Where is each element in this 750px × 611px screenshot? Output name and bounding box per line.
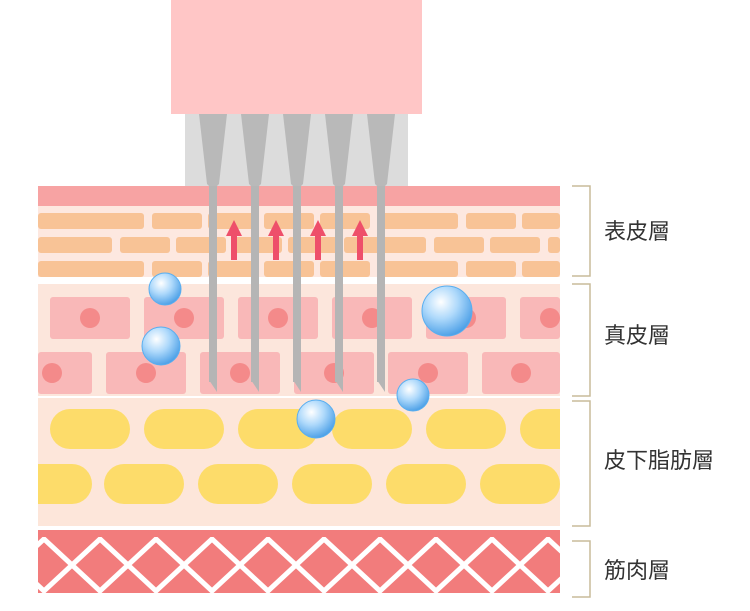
needle-sheath [325, 114, 353, 184]
muscle-layer [38, 527, 560, 593]
muscle-fiber-line [516, 537, 560, 593]
fat-cell [38, 464, 92, 504]
label-muscle: 筋肉層 [604, 559, 671, 584]
arrow-up-icon [315, 234, 321, 260]
layer-bracket [572, 400, 591, 527]
droplet-icon [141, 326, 181, 366]
fat-cell [386, 464, 466, 504]
arrow-up-icon [352, 220, 368, 236]
epidermis-cell [522, 213, 560, 229]
fat-cell [198, 464, 278, 504]
needle [209, 186, 217, 382]
cell-nucleus [540, 308, 560, 328]
fat-cell [520, 409, 560, 449]
epidermis-cell [38, 261, 144, 277]
cell-nucleus [230, 363, 250, 383]
arrow-up-icon [273, 234, 279, 260]
epidermis-cell [522, 261, 560, 277]
dermis-cell [38, 352, 92, 394]
muscle-fibers [38, 537, 560, 593]
needle-sheath [241, 114, 269, 184]
fat-cell [144, 409, 224, 449]
epidermis-cell [548, 237, 560, 253]
cell-nucleus [268, 308, 288, 328]
label-subcutaneous: 皮下脂肪層 [604, 449, 715, 474]
needle-tip [293, 380, 301, 392]
needle-sheath [333, 184, 345, 186]
fat-cell [50, 409, 130, 449]
needle-sheath [199, 114, 227, 184]
needle-sheath [207, 184, 219, 186]
layer-bracket [572, 185, 591, 277]
needle [377, 186, 385, 382]
cell-nucleus [80, 308, 100, 328]
needle-sheath [291, 184, 303, 186]
epidermis-cell [264, 213, 314, 229]
epidermis-cell [320, 261, 370, 277]
epidermis-cell [378, 213, 458, 229]
epidermis-cell [466, 213, 516, 229]
fat-cell [426, 409, 506, 449]
droplet-icon [148, 272, 182, 306]
epidermis-cell [264, 261, 314, 277]
fat-cell [332, 409, 412, 449]
needle-sheath [283, 114, 311, 184]
epidermis-cell [38, 213, 144, 229]
cell-nucleus [511, 363, 531, 383]
droplet-icon [421, 285, 473, 337]
droplets [141, 272, 473, 439]
upward-arrows [226, 220, 368, 260]
cell-nucleus [42, 363, 62, 383]
needle-tip [377, 380, 385, 392]
cell-nucleus [418, 363, 438, 383]
arrow-up-icon [310, 220, 326, 236]
device-head [171, 0, 422, 114]
cell-nucleus [174, 308, 194, 328]
epidermis-cell [208, 213, 258, 229]
needle-sheath [375, 184, 387, 186]
needle-sheath [367, 114, 395, 184]
label-dermis: 真皮層 [604, 324, 671, 349]
needle [335, 186, 343, 382]
muscle-top-band [38, 530, 560, 538]
needle [251, 186, 259, 382]
droplet-icon [296, 399, 336, 439]
arrow-up-icon [268, 220, 284, 236]
fat-cell [104, 464, 184, 504]
fat-cells [38, 409, 560, 504]
microneedle-device-icon [171, 0, 422, 392]
needle-tip [251, 380, 259, 392]
layer-bracket [572, 540, 591, 598]
epidermis-cell [434, 237, 484, 253]
epidermis-cell [208, 261, 258, 277]
needle-tip [335, 380, 343, 392]
epidermis-cell [38, 237, 112, 253]
fat-cell [292, 464, 372, 504]
epidermis-cell [176, 237, 226, 253]
arrow-up-icon [231, 234, 237, 260]
cell-nucleus [136, 363, 156, 383]
epidermis-cell [152, 213, 202, 229]
needle-sheath [249, 184, 261, 186]
epidermis-cell [466, 261, 516, 277]
epidermis-cell [490, 237, 540, 253]
fat-cell [480, 464, 560, 504]
epidermis-cell [378, 261, 458, 277]
droplet-icon [396, 378, 430, 412]
label-epidermis: 表皮層 [604, 220, 671, 245]
layer-brackets [572, 185, 591, 598]
arrow-up-icon [226, 220, 242, 236]
needle-tip [209, 380, 217, 392]
arrow-up-icon [357, 234, 363, 260]
needle [293, 186, 301, 382]
layer-bracket [572, 283, 591, 397]
epidermis-cell [120, 237, 170, 253]
